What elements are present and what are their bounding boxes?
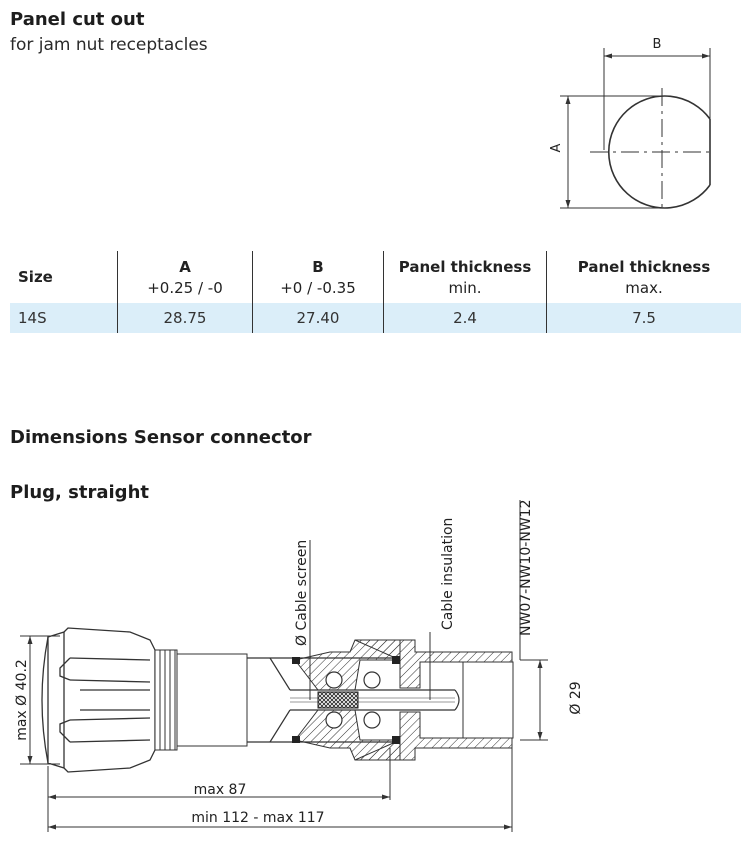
label-cable-screen: Ø Cable screen [294, 540, 310, 646]
ball-bearings [325, 671, 381, 729]
cell-panel-min: 2.4 [383, 303, 547, 333]
braid-section [317, 691, 359, 709]
header-b: B+0 / -0.35 [252, 251, 384, 303]
dimension-arrows [27, 636, 543, 830]
panel-subtitle: for jam nut receptacles [10, 35, 208, 55]
plug-straight-drawing: Ø Cable screen Cable insulation NW07-NW1… [14, 500, 584, 832]
cell-b: 27.40 [252, 303, 384, 333]
panel-cutout-table: Size A+0.25 / -0 B+0 / -0.35 Panel thick… [10, 251, 741, 333]
label-cable-insulation: Cable insulation [440, 518, 456, 630]
cell-size: 14S [10, 303, 118, 333]
label-overall-length: min 112 - max 117 [191, 810, 324, 826]
table-row: 14S 28.75 27.40 2.4 7.5 [10, 303, 741, 333]
panel-cutout-diagram: B A [549, 37, 711, 212]
coupling-nut [41, 627, 156, 773]
label-diameter-29: Ø 29 [568, 681, 584, 714]
panel-title: Panel cut out [10, 9, 145, 30]
cell-panel-max: 7.5 [546, 303, 741, 333]
knurled-ring [154, 649, 248, 751]
header-size: Size [18, 268, 53, 286]
plug-title: Plug, straight [10, 482, 149, 503]
table-header-row: Size A+0.25 / -0 B+0 / -0.35 Panel thick… [10, 251, 741, 303]
header-a: A+0.25 / -0 [117, 251, 253, 303]
label-max-diameter: max Ø 40.2 [14, 659, 30, 741]
label-max-87: max 87 [194, 782, 247, 798]
dim-label-b: B [653, 37, 662, 52]
dim-label-a: A [549, 143, 564, 152]
sensor-title: Dimensions Sensor connector [10, 427, 312, 448]
seal-rings [292, 656, 400, 744]
label-nw: NW07-NW10-NW12 [518, 500, 534, 636]
clamp-section [294, 639, 514, 761]
cell-a: 28.75 [117, 303, 253, 333]
leader-lines [20, 500, 548, 832]
cutout-circle [607, 95, 711, 209]
